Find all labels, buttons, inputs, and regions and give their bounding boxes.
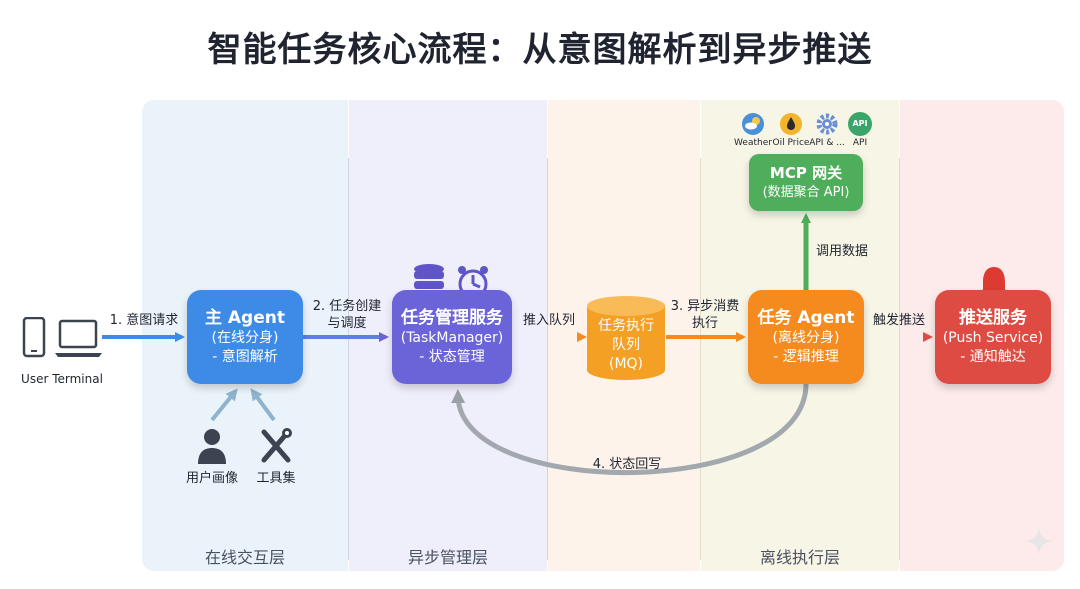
user-profile-label: 用户画像	[185, 471, 238, 486]
main-agent-title: 主 Agent	[204, 308, 285, 328]
mcp-gateway-title: MCP 网关	[769, 164, 843, 182]
oil-price-icon	[780, 113, 802, 135]
task-agent-node: 任务 Agent (离线分身) - 逻辑推理	[748, 290, 864, 384]
edge-label-push-queue: 推入队列	[522, 313, 575, 328]
push-service-line1: (Push Service)	[942, 330, 1044, 346]
mcp-icon-label-oil: Oil Price	[772, 138, 810, 148]
sparkle-icon	[1025, 527, 1053, 555]
main-agent-node: 主 Agent (在线分身) - 意图解析	[187, 290, 303, 384]
user-terminal-label: User Terminal	[21, 372, 103, 386]
page-title: 智能任务核心流程：从意图解析到异步推送	[207, 30, 873, 70]
edge-label-intent: 1. 意图请求	[109, 313, 179, 328]
api-badge-icon: API	[848, 112, 872, 136]
main-agent-line1: (在线分身)	[211, 330, 279, 346]
user-profile-icon	[198, 429, 226, 464]
queue-line3: (MQ)	[608, 356, 644, 372]
push-service-title: 推送服务	[959, 308, 1027, 328]
tools-icon	[261, 428, 292, 463]
mcp-gateway-line1: (数据聚合 API)	[762, 185, 850, 200]
queue-line2: 队列	[612, 337, 640, 353]
edge-label-create-line1: 2. 任务创建	[312, 299, 382, 314]
mcp-icon-label-weather: Weather	[734, 138, 772, 148]
queue-cylinder	[587, 296, 665, 380]
task-manager-node: 任务管理服务 (TaskManager) - 状态管理	[392, 290, 512, 384]
laptop-icon	[55, 319, 102, 357]
gear-icon	[816, 113, 838, 135]
edge-label-writeback: 4. 状态回写	[592, 457, 662, 472]
phone-icon	[22, 317, 46, 358]
main-agent-line2: - 意图解析	[212, 349, 278, 365]
edge-label-call-data: 调用数据	[815, 244, 868, 259]
edge-label-trigger: 触发推送	[872, 313, 925, 328]
lane-async-label: 异步管理层	[407, 548, 488, 567]
queue-label: 任务执行 队列 (MQ)	[586, 317, 666, 374]
mcp-gateway-node: MCP 网关 (数据聚合 API)	[749, 154, 863, 211]
task-agent-line1: (离线分身)	[772, 330, 840, 346]
task-manager-line2: - 状态管理	[419, 349, 485, 365]
task-manager-title: 任务管理服务	[401, 308, 503, 328]
tools-label: 工具集	[256, 471, 296, 486]
queue-line1: 任务执行	[598, 318, 654, 334]
edge-label-consume-line1: 3. 异步消费	[670, 299, 740, 314]
mcp-icon-label-api-more: API & ...	[809, 138, 845, 148]
edge-label-create-line2: 与调度	[327, 316, 367, 331]
weather-icon	[742, 113, 764, 135]
edge-label-consume-line2: 执行	[691, 316, 718, 331]
lane-online-label: 在线交互层	[204, 548, 285, 567]
mcp-icon-label-api: API	[852, 138, 868, 148]
push-service-line2: - 通知触达	[960, 349, 1026, 365]
task-agent-title: 任务 Agent	[757, 308, 855, 328]
task-manager-line1: (TaskManager)	[400, 330, 504, 346]
task-agent-line2: - 逻辑推理	[773, 349, 839, 365]
push-service-node: 推送服务 (Push Service) - 通知触达	[935, 290, 1051, 384]
lane-offline-label: 离线执行层	[759, 548, 840, 567]
